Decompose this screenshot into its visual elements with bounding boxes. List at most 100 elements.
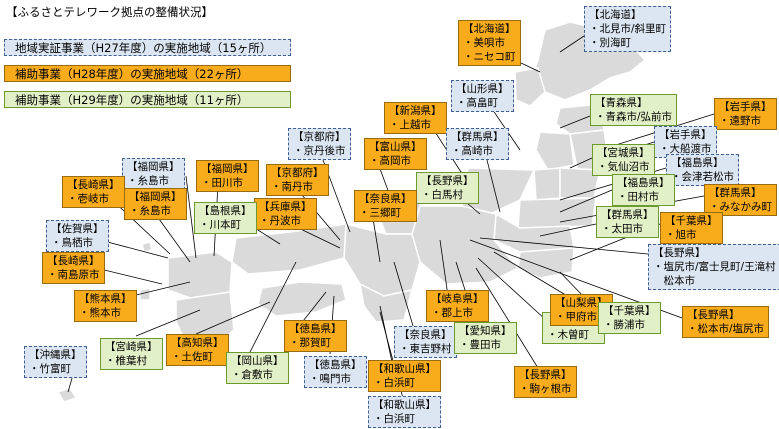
site-prefecture: 【和歌山県】 [373, 363, 436, 375]
map-region-iki [141, 241, 153, 253]
site-label-hokkaido-bibai: 【北海道】・美唄市・ニセコ町 [458, 20, 521, 66]
site-place: ・糸島市 [127, 175, 169, 187]
map-region-goto [139, 287, 151, 301]
site-prefecture: 【京都府】 [271, 167, 324, 179]
site-prefecture: 【和歌山県】 [373, 399, 436, 411]
map-region-yamagata [533, 167, 561, 201]
site-label-nagano-shiojiri: 【長野県】・塩尻市/富士見町/王滝村 松本市 [648, 244, 779, 290]
site-label-saga: 【佐賀県】・鳥栖市 [46, 220, 109, 252]
site-label-hokkaido-kitami: 【北海道】・北見市/斜里町・別海町 [584, 6, 672, 52]
site-prefecture: 【福岡県】 [201, 163, 254, 175]
site-label-gunma-ota: 【群馬県】・太田市 [596, 206, 659, 238]
site-prefecture: 【宮城県】 [597, 147, 650, 159]
site-label-miyazaki: 【宮崎県】・椎葉村 [100, 338, 163, 370]
site-prefecture: 【群馬県】 [451, 131, 504, 143]
site-place: ・青森市/弘前市 [595, 111, 673, 123]
site-place: ・白浜町 [373, 413, 415, 425]
site-place: ・白馬村 [421, 189, 463, 201]
site-prefecture: 【山形県】 [456, 83, 509, 95]
site-label-fukuoka-itoshima-28: 【福岡県】・糸島市 [124, 188, 187, 220]
site-prefecture: 【長野県】 [421, 175, 474, 187]
site-place: ・倉敷市 [231, 369, 273, 381]
site-prefecture: 【富山県】 [369, 141, 422, 153]
site-place: ・松本市/塩尻市 [687, 323, 765, 335]
site-prefecture: 【北海道】 [589, 9, 642, 21]
site-prefecture: 【福島県】 [671, 157, 724, 169]
site-label-okinawa: 【沖縄県】・竹富町 [24, 346, 87, 378]
site-prefecture: 【山梨県】 [555, 297, 608, 309]
site-prefecture: 【福岡県】 [127, 161, 180, 173]
site-label-hyogo: 【兵庫県】・丹波市 [254, 198, 317, 230]
site-place: ・北見市/斜里町 [589, 23, 667, 35]
site-place: ・川本町 [199, 219, 241, 231]
site-prefecture: 【長野県】 [653, 247, 706, 259]
map-region-fukushima [517, 197, 597, 229]
site-place: ・勝浦市 [603, 319, 645, 331]
site-label-okayama: 【岡山県】・倉敷市 [226, 352, 289, 384]
site-prefecture: 【徳島県】 [289, 323, 342, 335]
site-label-fukushima-aizu: 【福島県】・会津若松市 [666, 154, 739, 186]
site-place: ・遠野市 [719, 115, 761, 127]
site-label-niigata: 【新潟県】・上越市 [384, 102, 447, 134]
site-place: ・南島原市 [47, 269, 100, 281]
site-place: ・旭市 [665, 229, 697, 241]
site-prefecture: 【岩手県】 [659, 129, 712, 141]
site-prefecture: 【愛知県】 [459, 325, 512, 337]
site-place: ・太田市 [601, 223, 643, 235]
site-place: ・丹波市 [259, 215, 301, 227]
site-label-gunma-takasaki: 【群馬県】・高崎市 [446, 128, 509, 160]
site-prefecture: 【島根県】 [199, 205, 252, 217]
site-prefecture: 【奈良県】 [359, 193, 412, 205]
site-label-nara-sango: 【奈良県】・三郷町 [354, 190, 417, 222]
site-prefecture: 【群馬県】 [709, 187, 762, 199]
site-place: ・東吉野村 [399, 343, 452, 355]
site-prefecture: 【北海道】 [463, 23, 516, 35]
site-place: ・白浜町 [373, 377, 415, 389]
site-prefecture: 【長崎県】 [67, 179, 120, 191]
site-prefecture: 【長崎県】 [47, 255, 100, 267]
map-region-okinawa [56, 387, 78, 403]
site-label-gifu: 【岐阜県】・郡上市 [426, 290, 489, 322]
site-label-wakayama-shirahama-28: 【和歌山県】・白浜町 [368, 360, 441, 392]
site-prefecture: 【兵庫県】 [259, 201, 312, 213]
site-place: ・南丹市 [271, 181, 313, 193]
map-region-kii [358, 282, 414, 323]
site-prefecture: 【福岡県】 [129, 191, 182, 203]
site-label-nagasaki-iki: 【長崎県】・壱岐市 [62, 176, 125, 208]
site-prefecture: 【岡山県】 [231, 355, 284, 367]
site-prefecture: 【青森県】 [595, 97, 648, 109]
site-place: ・豊田市 [459, 339, 501, 351]
site-place: ・鳥栖市 [51, 237, 93, 249]
site-label-nagano-hakuba: 【長野県】・白馬村 [416, 172, 479, 204]
site-place: ・高崎市 [451, 145, 493, 157]
site-label-tokushima-naka: 【徳島県】・那賀町 [284, 320, 347, 352]
site-prefecture: 【千葉県】 [603, 305, 656, 317]
site-place: ・高岡市 [369, 155, 411, 167]
site-place: ・上越市 [389, 119, 431, 131]
site-prefecture: 【長野県】 [687, 309, 740, 321]
site-prefecture: 【千葉県】 [665, 215, 718, 227]
site-prefecture: 【徳島県】 [309, 359, 362, 371]
site-place: ・高畠町 [456, 97, 498, 109]
site-label-aomori: 【青森県】・青森市/弘前市 [590, 94, 678, 126]
site-label-kumamoto: 【熊本県】・熊本市 [74, 290, 137, 322]
map-region-akita [535, 131, 575, 171]
site-place: ・駒ヶ根市 [519, 383, 572, 395]
site-place: ・甲府市 [555, 311, 597, 323]
site-place: ・京丹後市 [293, 145, 346, 157]
site-label-gunma-minakami: 【群馬県】・みなかみ町 [704, 184, 777, 216]
site-label-fukushima-tamura: 【福島県】・田村市 [612, 174, 675, 206]
site-prefecture: 【福島県】 [617, 177, 670, 189]
site-prefecture: 【岐阜県】 [431, 293, 484, 305]
site-label-kyoto-kyotango: 【京都府】・京丹後市 [288, 128, 351, 160]
site-place: ・竹富町 [29, 363, 71, 375]
site-place: ・三郷町 [359, 207, 401, 219]
site-place: ・糸島市 [129, 205, 171, 217]
site-label-nagano-komagane: 【長野県】・駒ヶ根市 [514, 366, 577, 398]
site-prefecture: 【高知県】 [171, 337, 224, 349]
site-label-nagasaki-minamishimabara: 【長崎県】・南島原市 [42, 252, 105, 284]
site-place: ・大船渡市 [659, 143, 712, 155]
site-place: ・みなかみ町 [709, 201, 772, 213]
page-title: 【ふるさとテレワーク拠点の整備状況】 [6, 5, 213, 19]
site-prefecture: 【長野県】 [519, 369, 572, 381]
